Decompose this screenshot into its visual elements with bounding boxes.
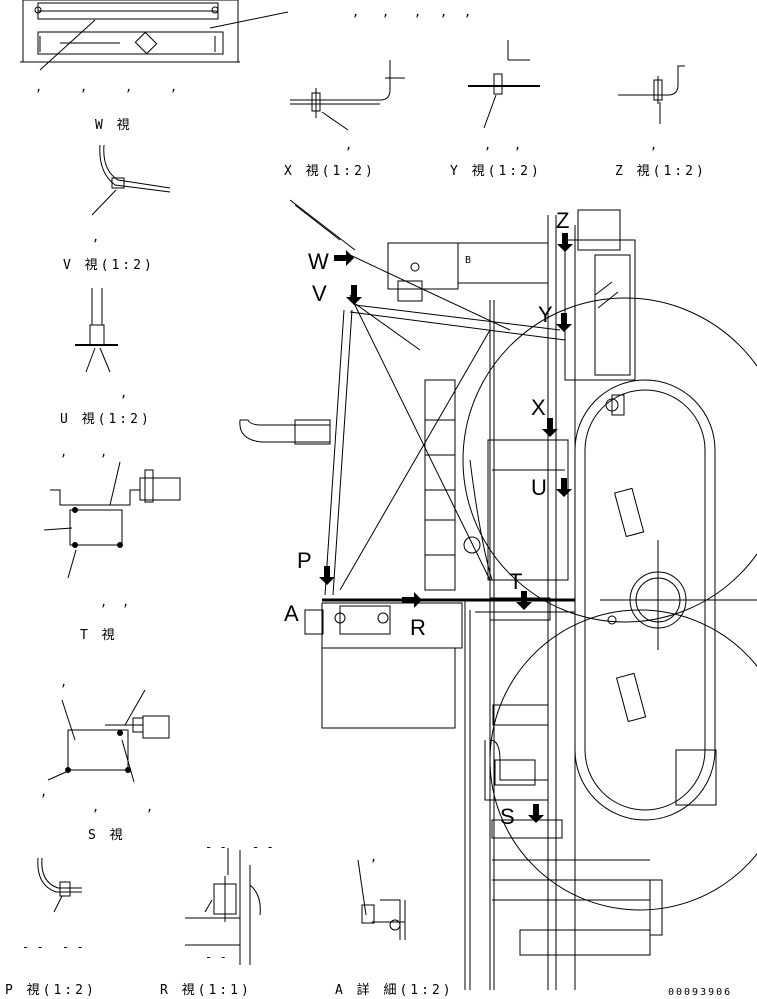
marker-r: R xyxy=(410,615,426,640)
mark: , xyxy=(414,5,422,19)
mark: - - xyxy=(252,840,274,854)
mark: , xyxy=(92,230,100,244)
view-arrows xyxy=(319,233,573,823)
view-label-z: Z 視(1:2) xyxy=(615,164,707,179)
a-detail xyxy=(357,859,406,940)
view-label-t: T 視 xyxy=(80,628,118,643)
marker-s: S xyxy=(500,804,515,829)
mark: - - xyxy=(205,840,227,854)
r-view-detail xyxy=(185,848,261,965)
view-label-a: A 詳 細(1:2) xyxy=(335,983,454,998)
mark: , xyxy=(464,5,472,19)
mark: , xyxy=(146,800,154,814)
marker-y: Y xyxy=(538,302,553,327)
main-assembly xyxy=(239,199,757,990)
marker-t: T xyxy=(509,569,523,594)
mark: , xyxy=(35,80,43,94)
view-label-p: P 視(1:2) xyxy=(5,983,97,998)
view-label-v: V 視(1:2) xyxy=(63,258,155,273)
mark: , xyxy=(40,785,48,799)
mark: , xyxy=(484,138,492,152)
u-view-detail xyxy=(75,288,118,373)
mark: , xyxy=(92,800,100,814)
z-view-detail xyxy=(618,65,685,124)
mark: , xyxy=(440,5,448,19)
view-label-y: Y 視(1:2) xyxy=(450,164,542,179)
mark: , xyxy=(170,80,178,94)
w-view-detail xyxy=(20,0,289,71)
marker-w: W xyxy=(308,249,329,274)
drawing-number: 00093906 xyxy=(668,987,733,998)
mark: , xyxy=(382,5,390,19)
marker-a: A xyxy=(284,601,299,626)
mark: , xyxy=(120,386,128,400)
marker-z: Z xyxy=(556,208,570,233)
marker-x: X xyxy=(531,395,546,420)
view-label-r: R 視(1:1) xyxy=(160,983,252,998)
mark: - - xyxy=(205,950,227,964)
mark: , xyxy=(100,445,108,459)
view-label-x: X 視(1:2) xyxy=(284,164,376,179)
view-label-u: U 視(1:2) xyxy=(60,412,152,427)
mark: , xyxy=(100,595,108,609)
mark: , xyxy=(80,80,88,94)
y-view-detail xyxy=(468,40,540,129)
mark: , xyxy=(345,138,353,152)
t-view-detail xyxy=(43,461,181,579)
mark: , xyxy=(122,595,130,609)
marker-p: P xyxy=(297,548,312,573)
v-view-detail xyxy=(91,144,171,216)
marker-u: U xyxy=(531,475,547,500)
mark: , xyxy=(370,850,378,864)
view-label-s: S 視 xyxy=(88,828,126,843)
mark: , xyxy=(60,675,68,689)
view-label-w: W 視 xyxy=(95,118,133,133)
p-view-detail xyxy=(37,857,82,913)
mark: , xyxy=(60,445,68,459)
marker-b: B xyxy=(465,255,474,266)
marker-v: V xyxy=(312,281,327,306)
mark: , xyxy=(352,5,360,19)
x-view-detail xyxy=(290,60,405,131)
mark: - - xyxy=(62,940,84,954)
mark: , xyxy=(650,138,658,152)
mark: - - xyxy=(22,940,44,954)
s-view-detail xyxy=(47,689,170,783)
mark: , xyxy=(514,138,522,152)
mark: , xyxy=(125,80,133,94)
